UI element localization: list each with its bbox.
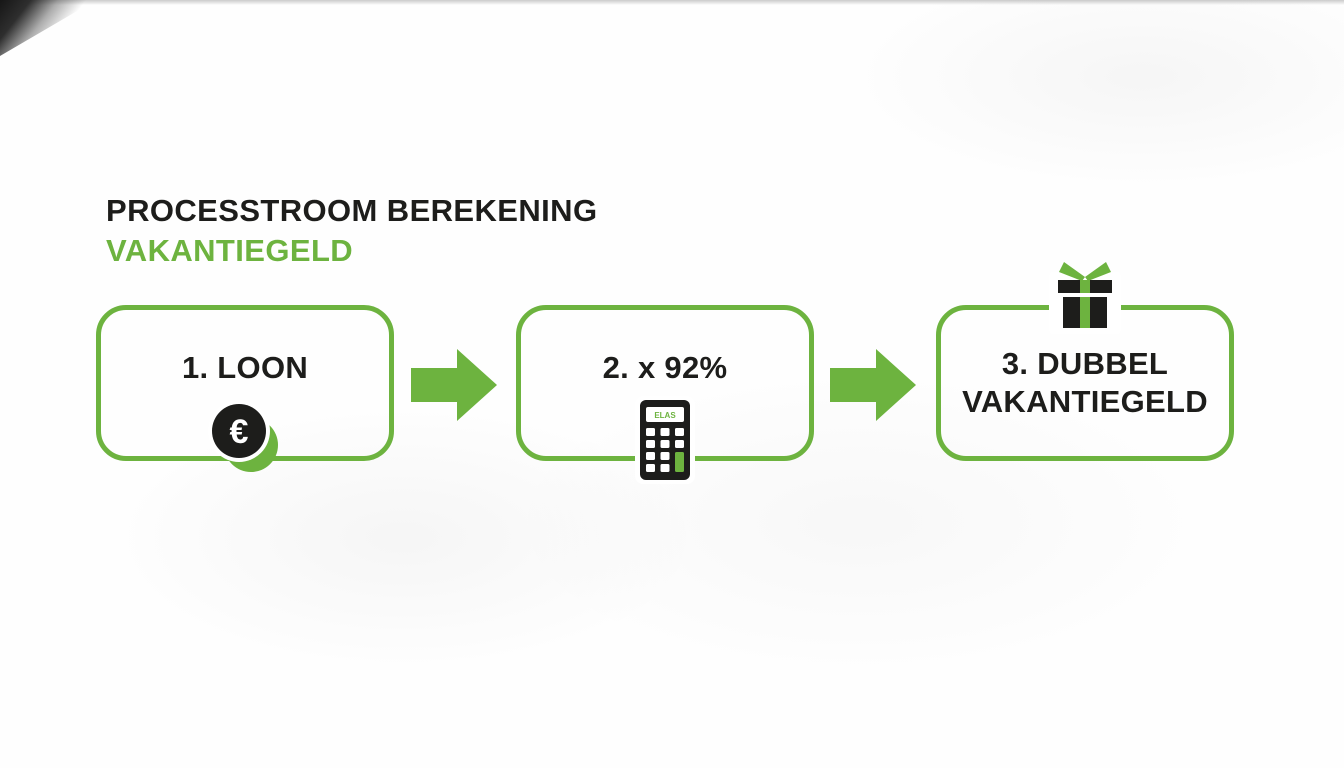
diagram-title: PROCESSTROOM BEREKENING bbox=[106, 193, 598, 228]
diagram-subtitle: VAKANTIEGELD bbox=[106, 232, 354, 268]
step-label-berekening: 2. x 92% bbox=[602, 350, 728, 386]
arrow-right-icon bbox=[830, 349, 916, 421]
euro-coin-icon: € bbox=[206, 398, 284, 478]
title-block: PROCESSTROOM BEREKENING VAKANTIEGELD bbox=[106, 193, 598, 268]
arrow-right-icon bbox=[411, 349, 497, 421]
page-corner-shadow bbox=[0, 0, 96, 56]
step-label-loon: 1. LOON bbox=[181, 350, 309, 386]
step-label-dubbel-vakantiegeld: 3. DUBBEL VAKANTIEGELD bbox=[962, 346, 1208, 419]
calculator-icon: ELAS bbox=[635, 396, 695, 484]
step-box-dubbel-vakantiegeld: 3. DUBBEL VAKANTIEGELD bbox=[936, 262, 1234, 461]
scan-edge-shadow bbox=[0, 0, 1344, 5]
step-box-berekening: 2. x 92% ELAS bbox=[516, 305, 814, 484]
gift-icon bbox=[1049, 260, 1121, 334]
calculator-display: ELAS bbox=[654, 411, 676, 420]
step-box-loon: 1. LOON € bbox=[96, 305, 394, 472]
euro-symbol: € bbox=[230, 413, 249, 451]
